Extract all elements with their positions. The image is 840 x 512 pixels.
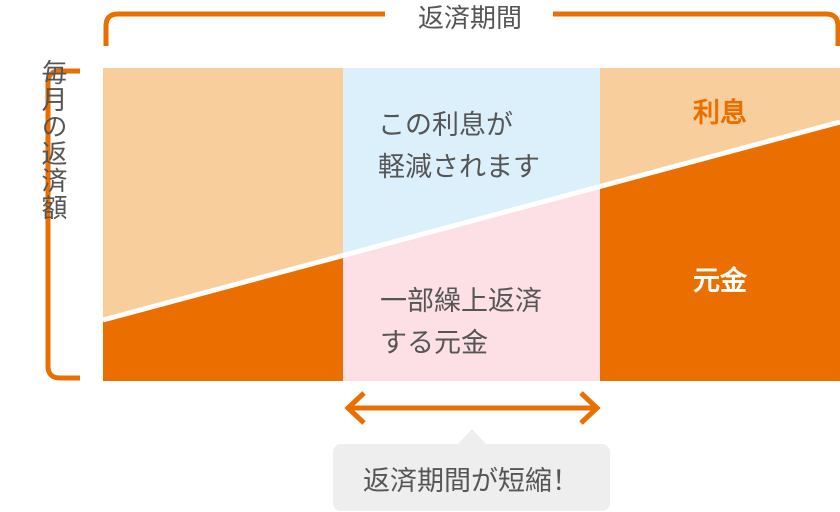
principal-area-left [103, 255, 343, 381]
prepaid-principal-area [343, 187, 600, 381]
principal-area-right [600, 122, 840, 381]
divider-line [102, 119, 840, 323]
reduced-interest-line2: 軽減されます [378, 152, 540, 183]
double-arrow-icon [344, 391, 601, 425]
callout: 返済期間が短縮！ [333, 429, 610, 511]
monthly-amount-label: 毎月の返済額 [37, 59, 67, 221]
principal-label: 元金 [693, 265, 748, 297]
callout-text: 返済期間が短縮！ [363, 466, 579, 497]
interest-label: 利息 [693, 97, 747, 129]
prepayment-line1: 一部繰上返済 [380, 286, 542, 317]
period-label: 返済期間 [418, 4, 522, 34]
amount-bracket [45, 68, 80, 381]
reduced-interest-line1: この利息が [378, 110, 513, 141]
prepayment-line2: する元金 [380, 328, 488, 359]
period-bracket [103, 11, 840, 46]
